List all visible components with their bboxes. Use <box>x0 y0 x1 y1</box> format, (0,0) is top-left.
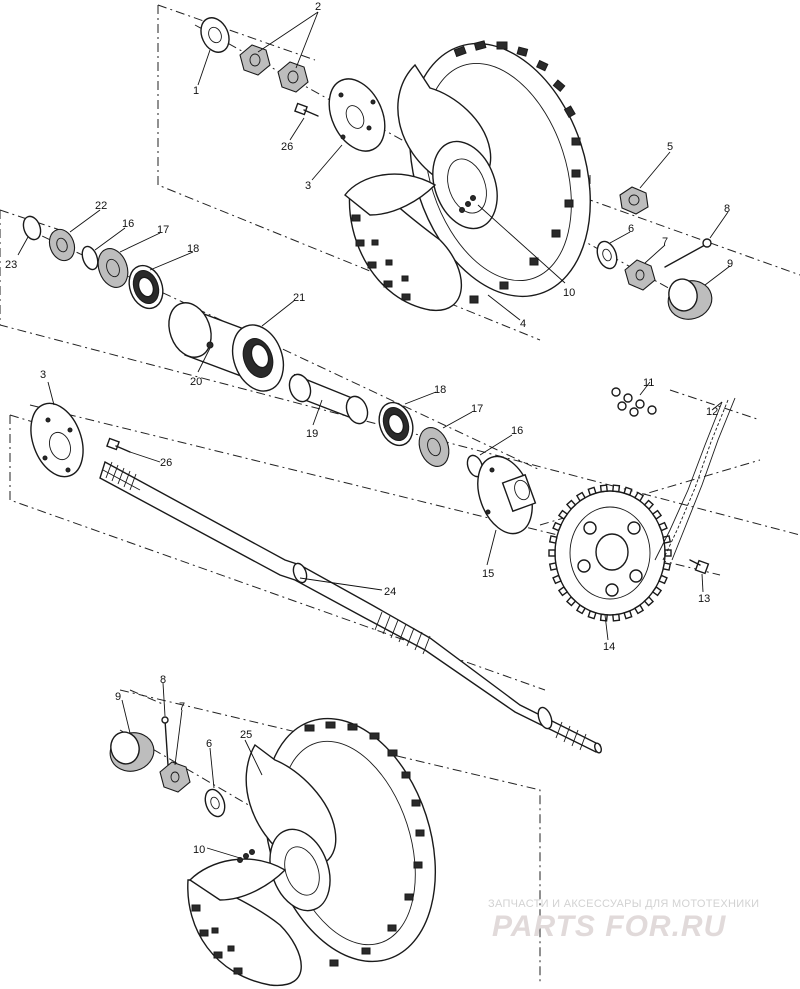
callout-13: 13 <box>698 593 710 605</box>
sprocket-tooth <box>643 499 655 510</box>
sprocket-tooth <box>565 499 577 510</box>
callout-1: 1 <box>193 85 199 97</box>
sprocket-tooth <box>612 613 621 622</box>
callout-15: 15 <box>482 568 494 580</box>
wheel-upper <box>344 40 591 311</box>
callout-9-lower: 9 <box>115 691 121 703</box>
axle-splines-right <box>555 721 587 751</box>
axle-splines-mid <box>374 611 431 655</box>
callout-24: 24 <box>384 586 396 598</box>
callout-4: 4 <box>520 318 526 330</box>
watermark-brand: PARTS FOR.RU <box>492 910 727 943</box>
callout-18: 18 <box>187 243 199 255</box>
sprocket-tooth <box>557 509 569 520</box>
callout-5: 5 <box>667 141 673 153</box>
tread-lower <box>304 721 425 967</box>
callout-2: 2 <box>315 1 321 13</box>
callout-26-lower: 26 <box>160 457 172 469</box>
sprocket-tooth <box>633 604 645 615</box>
sprocket-tooth <box>658 574 668 585</box>
callout-16: 16 <box>122 218 134 230</box>
lower-hub-plate <box>30 402 131 478</box>
sprocket-tooth <box>662 535 672 544</box>
callout-12: 12 <box>706 406 718 418</box>
sprocket-tooth <box>575 604 587 615</box>
callout-labels: 2 1 26 3 5 8 6 7 9 10 4 22 16 17 18 23 2… <box>5 1 733 856</box>
sprocket <box>548 484 672 622</box>
callout-11: 11 <box>643 377 654 389</box>
callout-3-lower: 3 <box>40 369 46 381</box>
leader-lines <box>17 11 731 859</box>
callout-14: 14 <box>603 641 615 653</box>
sprocket-tooth <box>612 484 621 493</box>
upper-right-hardware <box>596 186 713 320</box>
callout-10-lower: 10 <box>193 844 205 856</box>
sprocket-tooth <box>552 521 562 532</box>
sprocket-tooth <box>548 535 558 544</box>
tread-lower-left <box>191 904 243 975</box>
callout-18-lower: 18 <box>434 384 446 396</box>
sprocket-tooth <box>548 549 556 557</box>
tread-upper-left <box>351 214 411 301</box>
sprocket-tooth <box>552 574 562 585</box>
sprocket-tooth <box>658 521 668 532</box>
sprocket-tooth <box>623 610 633 620</box>
carrier-assembly <box>22 215 484 478</box>
sprocket-tooth <box>587 610 597 620</box>
sprocket-tooth <box>662 562 672 571</box>
lower-hardware <box>109 716 226 818</box>
callout-10: 10 <box>563 287 575 299</box>
axle-shaft <box>99 460 602 754</box>
callout-26: 26 <box>281 141 293 153</box>
watermark: ЗАПЧАСТИ И АКСЕССУАРЫ ДЛЯ МОТОТЕХНИКИ PA… <box>488 898 759 943</box>
callout-3: 3 <box>305 180 311 192</box>
sprocket-assembly <box>477 387 736 622</box>
tread-upper <box>439 40 581 308</box>
callout-7: 7 <box>662 236 668 248</box>
callout-22: 22 <box>95 200 107 212</box>
callout-8-lower: 8 <box>160 674 166 686</box>
sprocket-tooth <box>643 596 655 607</box>
sprocket-tooth <box>587 486 597 496</box>
callout-25: 25 <box>240 729 252 741</box>
callout-6-lower: 6 <box>206 738 212 750</box>
sprocket-tooth <box>599 613 608 622</box>
sprocket-tooth <box>557 586 569 597</box>
callout-8: 8 <box>724 203 730 215</box>
watermark-tagline: ЗАПЧАСТИ И АКСЕССУАРЫ ДЛЯ МОТОТЕХНИКИ <box>488 898 759 910</box>
sprocket-tooth <box>651 586 663 597</box>
callout-20: 20 <box>190 376 202 388</box>
sprocket-tooth <box>623 486 633 496</box>
sprocket-tooth <box>548 562 558 571</box>
callout-9: 9 <box>727 258 733 270</box>
callout-6: 6 <box>628 223 634 235</box>
wheel-lower <box>187 717 437 987</box>
upper-hub-parts <box>200 17 386 152</box>
callout-23: 23 <box>5 259 17 271</box>
sprocket-tooth <box>575 491 587 502</box>
callout-17-lower: 17 <box>471 403 483 415</box>
callout-17: 17 <box>157 224 169 236</box>
callout-19: 19 <box>306 428 318 440</box>
sprocket-tooth <box>599 484 608 493</box>
callout-16-lower: 16 <box>511 425 523 437</box>
axle-splines-left <box>105 461 137 491</box>
sprocket-tooth <box>651 509 663 520</box>
callout-21: 21 <box>293 292 305 304</box>
sprocket-tooth <box>565 596 577 607</box>
callout-7-lower: 7 <box>179 701 185 713</box>
sprocket-tooth <box>633 491 645 502</box>
